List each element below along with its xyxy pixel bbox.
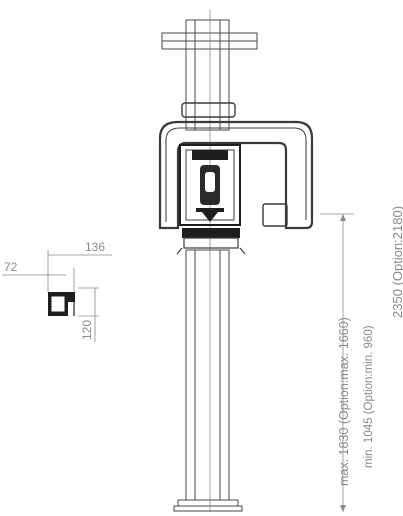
height-dimension-lines [320,213,354,512]
c-arm [158,102,314,230]
dim-label-max-height: max. 1830 (Option:max. 1660) [337,317,351,486]
dim-label-136: 136 [85,240,105,254]
wall-control-unit [48,292,75,316]
head-holder [176,144,246,255]
dim-label-min-height: min. 1045 (Option:min. 960) [363,325,375,468]
wall-unit-dimension-lines [2,250,112,342]
dim-label-72: 72 [4,260,18,274]
dim-label-total-height: 2350 (Option:2180) [390,206,403,318]
dim-label-120: 120 [80,320,94,340]
column [161,19,258,512]
